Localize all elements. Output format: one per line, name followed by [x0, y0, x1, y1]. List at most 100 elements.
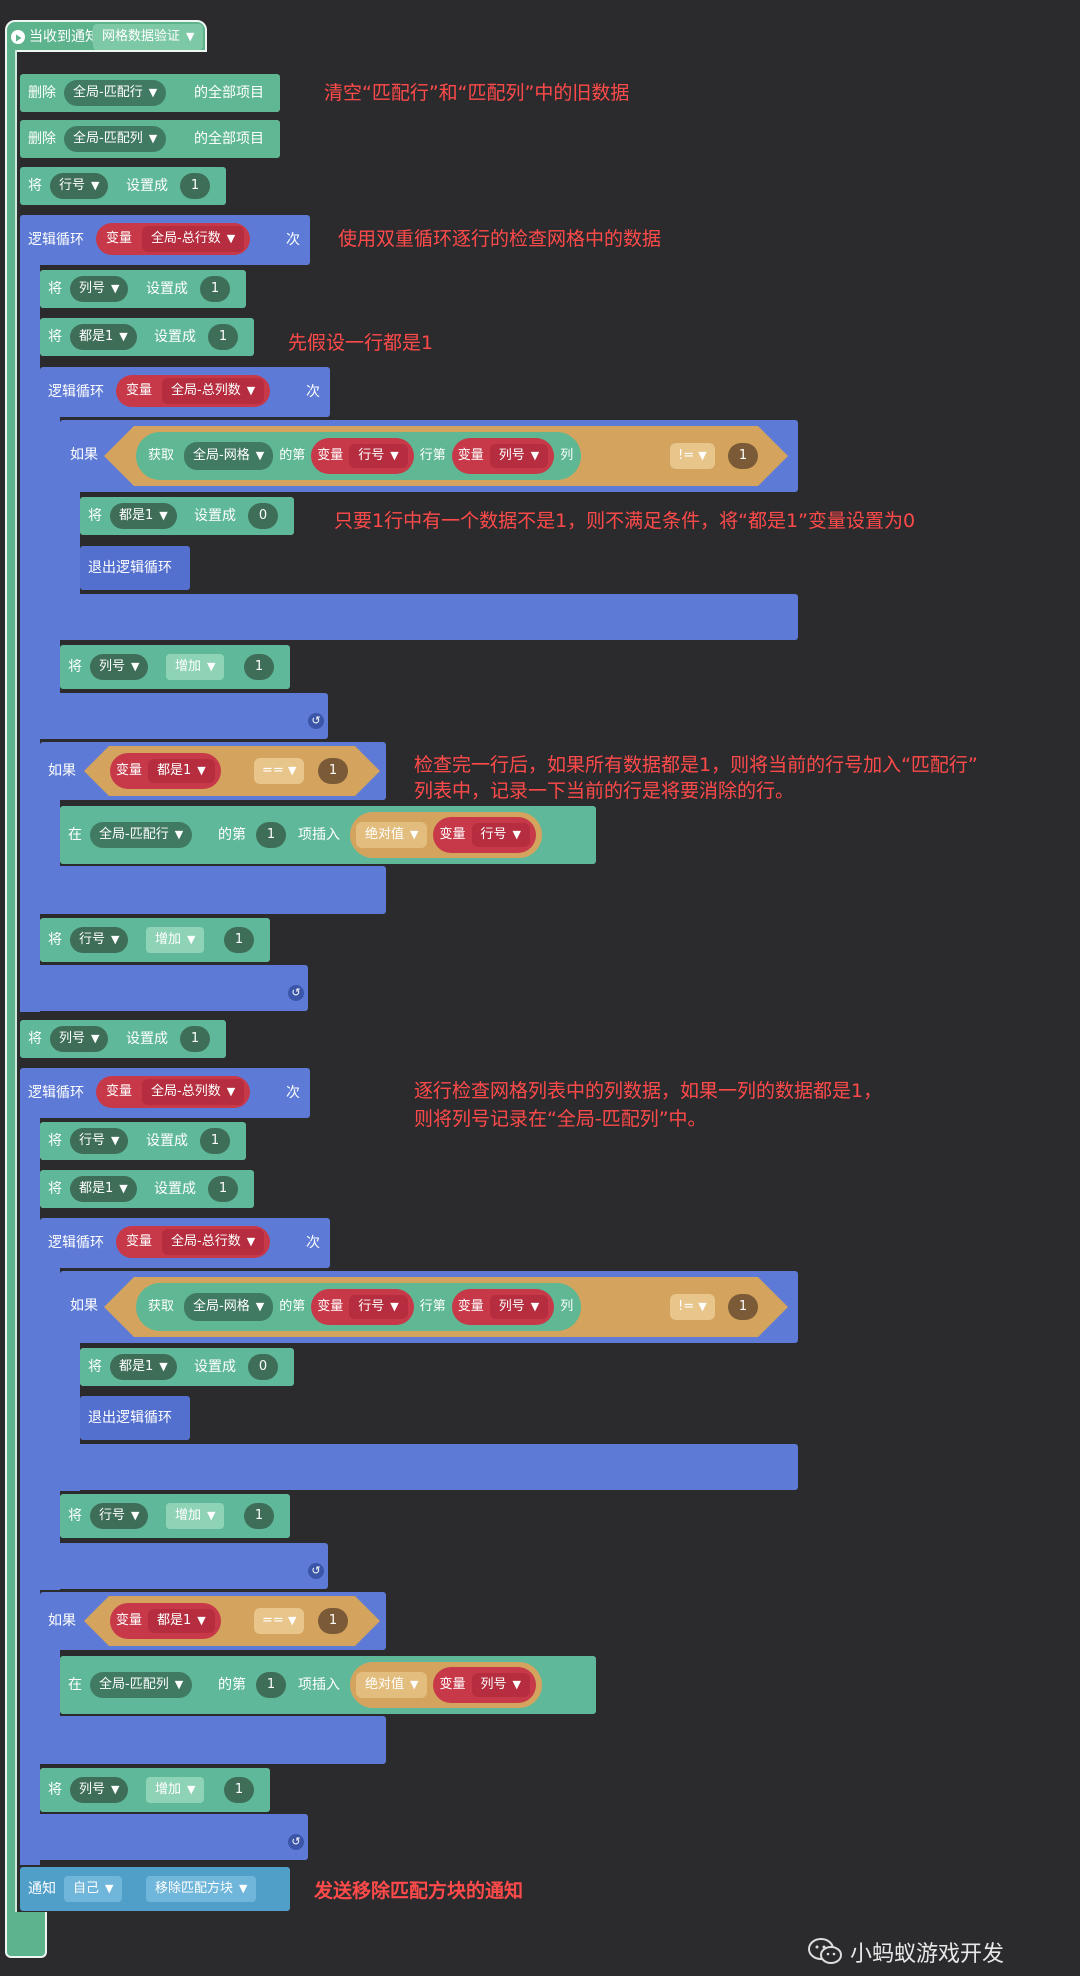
if-not-one-block-2[interactable]: 如果 获取 全局-网格▼ 的第 变量 行号▼ 行第 变量 列号▼ 列 != ▼ …: [60, 1271, 798, 1343]
value-input[interactable]: 0: [248, 1354, 278, 1380]
event-name-dropdown[interactable]: 网格数据验证▼: [93, 24, 204, 50]
var-dropdown-col[interactable]: 列号▼: [50, 1026, 109, 1052]
index-input[interactable]: 1: [256, 1672, 286, 1698]
func-dropdown[interactable]: 绝对值▼: [356, 822, 428, 848]
set-row-block[interactable]: 将 行号▼ 设置成 1: [20, 167, 226, 205]
var-dropdown-all-one[interactable]: 都是1▼: [148, 759, 215, 783]
get-grid-reporter[interactable]: 获取 全局-网格▼ 的第 变量 行号▼ 行第 变量 列号▼ 列: [136, 432, 582, 480]
abs-func-reporter[interactable]: 绝对值▼ 变量 行号▼: [350, 812, 542, 858]
set-all-one-block-2[interactable]: 将 都是1▼ 设置成 1: [40, 1170, 254, 1208]
operator-dropdown[interactable]: != ▼: [670, 443, 715, 469]
loop-rows-inner-block[interactable]: 逻辑循环 变量 全局-总行数▼ 次: [40, 1218, 330, 1268]
var-reporter[interactable]: 变量 全局-总列数▼: [116, 375, 271, 407]
inc-col-block-2[interactable]: 将 列号▼ 增加▼ 1: [40, 1768, 270, 1812]
set-col-block[interactable]: 将 列号▼ 设置成 1: [40, 270, 246, 308]
var-dropdown-col[interactable]: 列号▼: [70, 1777, 129, 1803]
op-dropdown-increase[interactable]: 增加▼: [166, 654, 225, 680]
value-input[interactable]: 0: [248, 503, 278, 529]
inc-row-block[interactable]: 将 行号▼ 增加▼ 1: [40, 918, 270, 962]
list-dropdown-grid[interactable]: 全局-网格▼: [184, 442, 274, 470]
var-reporter[interactable]: 变量 都是1▼: [110, 1603, 221, 1639]
var-dropdown-row[interactable]: 行号▼: [349, 444, 408, 468]
list-dropdown-match-col[interactable]: 全局-匹配列▼: [90, 1672, 193, 1698]
value-input[interactable]: 1: [318, 758, 348, 784]
value-input[interactable]: 1: [728, 443, 758, 469]
var-reporter[interactable]: 变量 都是1▼: [110, 753, 221, 789]
var-dropdown-col[interactable]: 列号▼: [489, 1295, 549, 1319]
inc-col-block[interactable]: 将 列号▼ 增加▼ 1: [60, 645, 290, 689]
if-all-one-block-2[interactable]: 如果 变量 都是1▼ == ▼ 1: [40, 1592, 386, 1650]
operator-dropdown[interactable]: == ▼: [254, 758, 305, 784]
var-dropdown-total-rows[interactable]: 全局-总行数▼: [162, 1229, 265, 1255]
inc-row-block-2[interactable]: 将 行号▼ 增加▼ 1: [60, 1494, 290, 1538]
set-all-one-zero-block-2[interactable]: 将 都是1▼ 设置成 0: [80, 1348, 294, 1386]
break-loop-block-2[interactable]: 退出逻辑循环: [80, 1396, 190, 1440]
if-all-one-block[interactable]: 如果 变量 都是1▼ == ▼ 1: [40, 742, 386, 800]
notify-block[interactable]: 通知 自己▼ 移除匹配方块▼: [20, 1867, 290, 1911]
var-dropdown-all-one[interactable]: 都是1▼: [110, 503, 177, 529]
clear-match-cols-block[interactable]: 删除 全局-匹配列▼ 的全部项目: [20, 120, 280, 158]
var-reporter-row[interactable]: 变量 行号▼: [311, 438, 414, 474]
var-dropdown-col[interactable]: 列号▼: [70, 276, 129, 302]
var-reporter-col[interactable]: 变量 列号▼: [451, 438, 555, 474]
value-input[interactable]: 1: [728, 1294, 758, 1320]
var-dropdown-col[interactable]: 列号▼: [489, 444, 549, 468]
op-dropdown-increase[interactable]: 增加▼: [166, 1503, 225, 1529]
value-input[interactable]: 1: [200, 276, 230, 302]
get-grid-reporter[interactable]: 获取 全局-网格▼ 的第 变量 行号▼ 行第 变量 列号▼ 列: [136, 1283, 582, 1331]
value-input[interactable]: 1: [208, 1176, 238, 1202]
var-dropdown-all-one[interactable]: 都是1▼: [148, 1609, 215, 1633]
value-input[interactable]: 1: [180, 1026, 210, 1052]
if-not-one-block[interactable]: 如果 获取 全局-网格▼ 的第 变量 行号▼ 行第 变量 列号▼ 列 != ▼ …: [60, 420, 798, 492]
var-dropdown-col[interactable]: 列号▼: [471, 1673, 530, 1697]
var-dropdown-row[interactable]: 行号▼: [349, 1295, 408, 1319]
var-reporter-col[interactable]: 变量 列号▼: [451, 1289, 555, 1325]
value-input[interactable]: 1: [180, 173, 210, 199]
var-dropdown-row[interactable]: 行号▼: [50, 173, 109, 199]
var-reporter[interactable]: 变量 行号▼: [433, 817, 536, 853]
var-dropdown-row[interactable]: 行号▼: [471, 823, 530, 847]
var-reporter[interactable]: 变量 列号▼: [433, 1667, 536, 1703]
set-col-block-2[interactable]: 将 列号▼ 设置成 1: [20, 1020, 226, 1058]
list-dropdown-grid[interactable]: 全局-网格▼: [184, 1293, 274, 1321]
set-all-one-block[interactable]: 将 都是1▼ 设置成 1: [40, 318, 254, 356]
abs-func-reporter[interactable]: 绝对值▼ 变量 列号▼: [350, 1662, 542, 1708]
loop-cols-inner-block[interactable]: 逻辑循环 变量 全局-总列数▼ 次: [40, 367, 330, 417]
var-reporter[interactable]: 变量 全局-总列数▼: [96, 1076, 251, 1108]
value-input[interactable]: 1: [224, 1777, 254, 1803]
func-dropdown[interactable]: 绝对值▼: [356, 1672, 428, 1698]
var-reporter[interactable]: 变量 全局-总行数▼: [96, 223, 251, 255]
value-input[interactable]: 1: [318, 1608, 348, 1634]
var-dropdown-row[interactable]: 行号▼: [70, 1128, 129, 1154]
notify-target-dropdown[interactable]: 自己▼: [64, 1876, 123, 1902]
var-dropdown-all-one[interactable]: 都是1▼: [70, 324, 137, 350]
var-dropdown-total-cols[interactable]: 全局-总列数▼: [162, 378, 265, 404]
notify-name-dropdown[interactable]: 移除匹配方块▼: [146, 1876, 257, 1902]
set-row-block-2[interactable]: 将 行号▼ 设置成 1: [40, 1122, 246, 1160]
var-dropdown-row[interactable]: 行号▼: [90, 1503, 149, 1529]
set-all-one-zero-block[interactable]: 将 都是1▼ 设置成 0: [80, 497, 294, 535]
operator-dropdown[interactable]: != ▼: [670, 1294, 715, 1320]
list-dropdown-match-row[interactable]: 全局-匹配行▼: [64, 80, 167, 106]
insert-match-col-block[interactable]: 在 全局-匹配列▼ 的第 1 项插入 绝对值▼ 变量 列号▼: [60, 1656, 596, 1714]
event-hat-block[interactable]: 当收到通知 网格数据验证▼: [5, 20, 207, 52]
op-dropdown-increase[interactable]: 增加▼: [146, 1777, 205, 1803]
var-dropdown-col[interactable]: 列号▼: [90, 654, 149, 680]
operator-dropdown[interactable]: == ▼: [254, 1608, 305, 1634]
break-loop-block[interactable]: 退出逻辑循环: [80, 546, 190, 590]
var-reporter[interactable]: 变量 全局-总行数▼: [116, 1226, 271, 1258]
var-dropdown-total-cols[interactable]: 全局-总列数▼: [142, 1079, 245, 1105]
var-dropdown-all-one[interactable]: 都是1▼: [110, 1354, 177, 1380]
loop-rows-block[interactable]: 逻辑循环 变量 全局-总行数▼ 次: [20, 215, 310, 265]
index-input[interactable]: 1: [256, 822, 286, 848]
value-input[interactable]: 1: [200, 1128, 230, 1154]
var-reporter-row[interactable]: 变量 行号▼: [311, 1289, 414, 1325]
var-dropdown-row[interactable]: 行号▼: [70, 927, 129, 953]
value-input[interactable]: 1: [224, 927, 254, 953]
value-input[interactable]: 1: [208, 324, 238, 350]
var-dropdown-total-rows[interactable]: 全局-总行数▼: [142, 226, 245, 252]
op-dropdown-increase[interactable]: 增加▼: [146, 927, 205, 953]
value-input[interactable]: 1: [244, 1503, 274, 1529]
loop-cols-block[interactable]: 逻辑循环 变量 全局-总列数▼ 次: [20, 1068, 310, 1118]
list-dropdown-match-col[interactable]: 全局-匹配列▼: [64, 126, 167, 152]
